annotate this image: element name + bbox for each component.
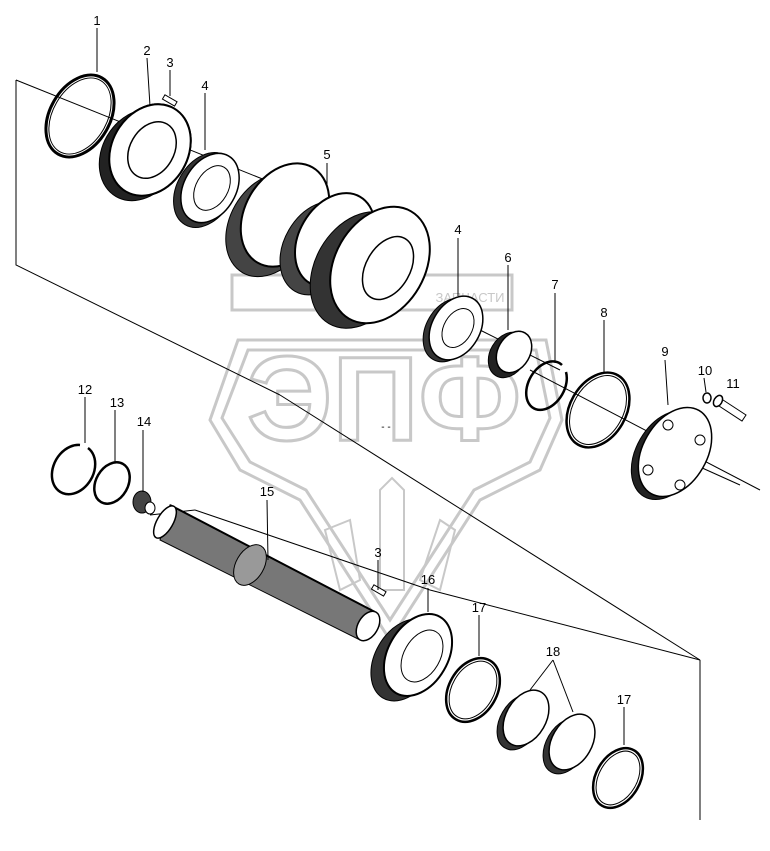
callout-12: 12 <box>77 382 93 397</box>
callout-4b: 4 <box>454 222 462 237</box>
callout-1: 1 <box>93 13 101 28</box>
small-mark: - - <box>381 422 390 433</box>
watermark-logo <box>208 273 564 643</box>
part-3-pin-top <box>161 94 178 107</box>
part-4-bearing-middle <box>422 295 484 363</box>
callout-18: 18 <box>545 644 561 659</box>
callout-9: 9 <box>661 344 669 359</box>
part-16-bearing <box>370 613 454 702</box>
callout-2: 2 <box>143 43 151 58</box>
callout-3b: 3 <box>374 545 382 560</box>
part-4-bearing-top <box>173 152 240 228</box>
part-3-pin-bottom <box>370 584 387 597</box>
callout-6: 6 <box>504 250 512 265</box>
leader-lines <box>84 28 707 745</box>
callout-14: 14 <box>136 414 152 429</box>
frame-lines <box>15 79 761 820</box>
watermark-sheaves <box>323 476 457 592</box>
part-10-washer <box>702 392 712 404</box>
part-1-snap-ring <box>44 73 116 159</box>
watermark-text: ЭПФ <box>247 332 521 466</box>
callout-17b: 17 <box>616 692 632 707</box>
part-7-snap-ring <box>524 360 569 412</box>
part-11-bolt <box>712 394 747 422</box>
part-6-splined-nut <box>487 330 533 379</box>
callout-3: 3 <box>166 55 174 70</box>
callout-4: 4 <box>201 78 209 93</box>
part-5-gear-assembly <box>225 162 431 329</box>
part-2-bearing-ring <box>98 103 192 202</box>
callout-8: 8 <box>600 305 608 320</box>
part-18-bearing-pair <box>496 689 596 775</box>
callout-16: 16 <box>420 572 436 587</box>
callout-15: 15 <box>259 484 275 499</box>
part-9-cover <box>630 406 713 501</box>
callout-17: 17 <box>471 600 487 615</box>
part-17-o-ring-upper <box>444 656 502 724</box>
part-8-o-ring <box>565 371 631 449</box>
callout-5: 5 <box>323 147 331 162</box>
part-12-snap-ring <box>50 443 97 496</box>
part-17-o-ring-lower <box>591 746 645 810</box>
part-13-o-ring <box>93 461 131 505</box>
part-14-nut <box>132 490 156 515</box>
callout-13: 13 <box>109 395 125 410</box>
callout-11: 11 <box>726 376 740 391</box>
part-15-shaft <box>152 504 381 642</box>
callout-7: 7 <box>551 277 559 292</box>
callout-10: 10 <box>697 363 713 378</box>
